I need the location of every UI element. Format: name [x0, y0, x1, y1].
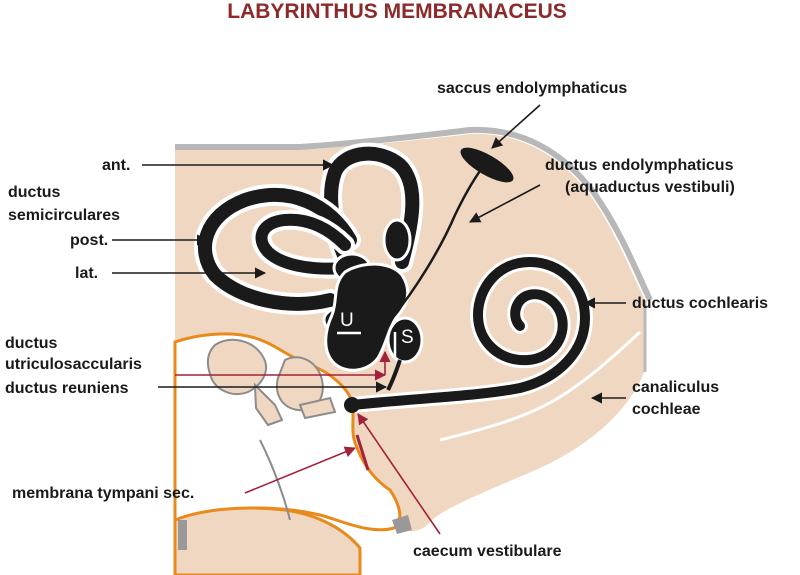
label-ductus-endolymphaticus: ductus endolymphaticus	[545, 157, 734, 174]
label-aquaductus-vestibuli: (aquaductus vestibuli)	[565, 179, 735, 196]
label-membrana-tympani-sec: membrana tympani sec.	[12, 485, 194, 502]
label-ductus-reuniens: ductus reuniens	[5, 380, 129, 397]
label-caecum-vestibulare: caecum vestibulare	[413, 543, 562, 560]
label-saccus-endolymphaticus: saccus endolymphaticus	[437, 80, 627, 97]
utriculus-letter: U	[340, 310, 354, 331]
label-lat: lat.	[75, 265, 98, 282]
bone-grey-fragment-left	[178, 520, 187, 550]
label-ductus-utriculosaccularis-2: utriculosaccularis	[5, 356, 142, 373]
label-ductus-utriculosaccularis-1: ductus	[5, 335, 58, 352]
caecum-vestibulare-end	[344, 397, 360, 413]
label-ductus-cochlearis: ductus cochlearis	[632, 295, 768, 312]
label-canaliculus-1: canaliculus	[632, 379, 719, 396]
label-ductus-semicirculares-1: ductus	[8, 184, 61, 201]
label-ductus-semicirculares-2: semicirculares	[8, 207, 120, 224]
ampulla-anterior	[384, 220, 410, 260]
label-canaliculus-2: cochleae	[632, 401, 701, 418]
sacculus-letter: S	[401, 327, 414, 348]
label-post: post.	[70, 232, 108, 249]
label-ant: ant.	[102, 157, 130, 174]
diagram-title: LABYRINTHUS MEMBRANACEUS	[227, 0, 567, 23]
